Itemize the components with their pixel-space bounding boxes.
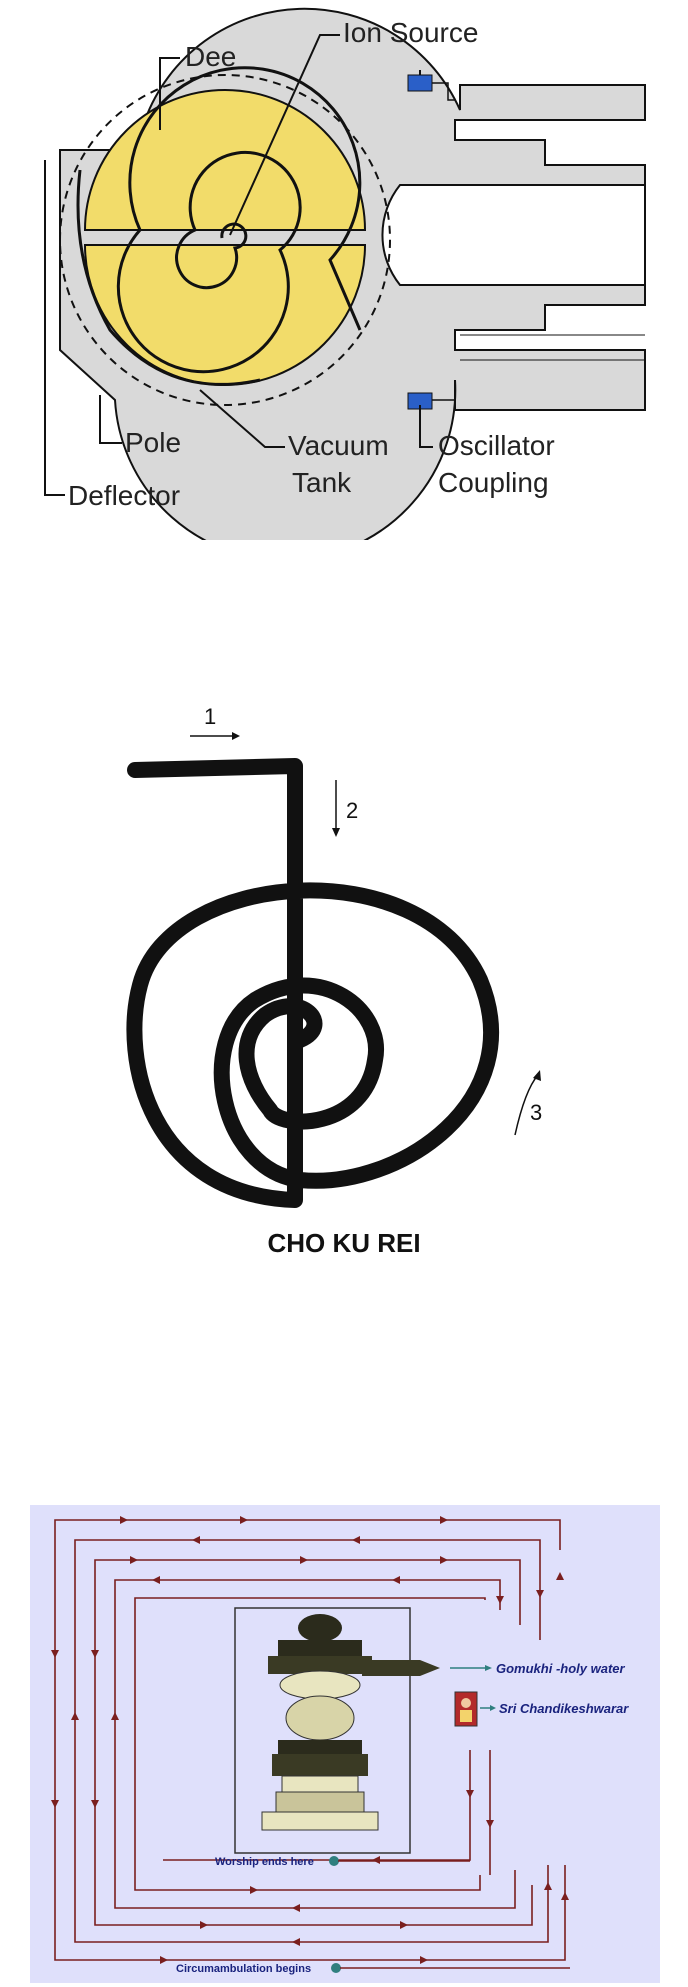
vacuum-tank-outline	[59, 74, 391, 406]
gomukhi-label: Gomukhi -holy water	[496, 1661, 626, 1676]
cyclotron-diagram: Ion Source Dee Pole Deflector Vacuum Tan…	[44, 7, 646, 540]
pole-label: Pole	[125, 427, 181, 458]
chandikeshwarar-label: Sri Chandikeshwarar	[499, 1701, 629, 1716]
vacuum-label: Vacuum	[288, 430, 389, 461]
cho-ku-rei-stroke	[126, 758, 500, 1208]
chandikeshwarar-image	[454, 1691, 478, 1727]
deflector-plate	[76, 169, 261, 386]
oscillator-coupler-bottom	[407, 390, 456, 410]
step-2-number: 2	[346, 798, 358, 823]
path-direction-arrows	[51, 1516, 569, 1964]
step-3-number: 3	[530, 1100, 542, 1125]
circumambulation-label: Circumambulation begins	[176, 1963, 311, 1975]
ion-source-label: Ion Source	[343, 17, 478, 48]
particle-spiral	[116, 66, 362, 374]
coupling-label: Coupling	[438, 467, 549, 498]
shiva-lingam-icon	[261, 1614, 440, 1831]
oscillator-coupler-top	[407, 70, 455, 101]
oscillator-label: Oscillator	[438, 430, 555, 461]
circumambulation-marker	[331, 1963, 341, 1973]
sanctum-outline	[234, 1607, 411, 1854]
worship-ends-marker	[329, 1856, 339, 1866]
step-1-number: 1	[204, 704, 216, 729]
deflector-label: Deflector	[68, 480, 180, 511]
worship-ends-label: Worship ends here	[215, 1856, 314, 1868]
temple-circumambulation-diagram: Gomukhi -holy water Sri Chandikeshwarar …	[30, 1505, 660, 1983]
cho-ku-rei-symbol: 1 2 3	[126, 704, 542, 1208]
cho-ku-rei-title: CHO KU REI	[267, 1228, 421, 1258]
step-1-arrow	[190, 732, 240, 740]
tank-label: Tank	[292, 467, 352, 498]
circumambulation-paths	[54, 1519, 566, 1961]
cyclotron-leaders	[44, 34, 433, 496]
step-2-arrow	[332, 780, 340, 837]
dee-label: Dee	[185, 41, 236, 72]
step-3-arrow	[514, 1070, 541, 1136]
dee-plates	[83, 89, 367, 386]
